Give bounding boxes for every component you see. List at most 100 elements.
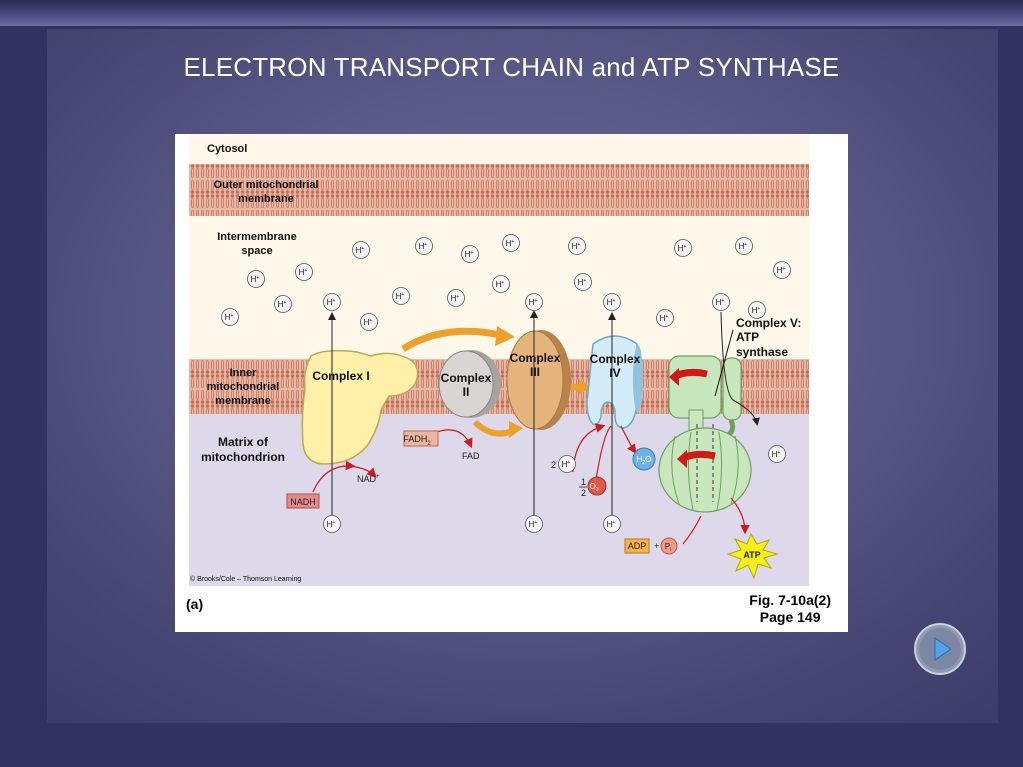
h-ion: H+: [568, 237, 586, 255]
svg-text:H+: H+: [678, 244, 687, 253]
svg-text:H+: H+: [356, 246, 365, 255]
svg-text:H+: H+: [299, 268, 308, 277]
svg-text:H+: H+: [465, 250, 474, 259]
intermembrane-label-2: space: [241, 245, 272, 257]
fadh2-arrow: [436, 429, 473, 449]
h-ion: H+: [674, 239, 692, 257]
svg-text:H+: H+: [496, 280, 505, 289]
h-ion: H+: [525, 293, 543, 311]
inner-membrane-label-1: Inner: [230, 367, 258, 379]
h-ion: H+: [502, 234, 520, 252]
outer-membrane-label-1: Outer mitochondrial: [213, 179, 318, 191]
h-ion: H+: [574, 273, 592, 291]
h-ion: H+: [768, 445, 786, 463]
matrix-label-1: Matrix of: [218, 435, 269, 449]
complex-1-label: Complex I: [312, 369, 369, 383]
svg-text:H+: H+: [419, 242, 428, 251]
h-ion: H+: [712, 293, 730, 311]
svg-text:H+: H+: [225, 313, 234, 322]
fadh2-label: FADH2: [403, 434, 431, 447]
svg-text:H+: H+: [506, 239, 515, 248]
h-ion: H+: [525, 515, 543, 533]
h-ion: H+: [773, 261, 791, 279]
complex-3-label-1: Complex: [510, 351, 561, 365]
nadh-box: [286, 493, 320, 509]
svg-text:H+: H+: [752, 306, 761, 315]
h-ion: H+: [295, 263, 313, 281]
h-ion: H+: [492, 275, 510, 293]
matrix-label-2: mitochondrion: [201, 450, 285, 464]
svg-text:H+: H+: [607, 298, 616, 307]
rotation-arrowhead: [677, 450, 687, 468]
electron-flow-arrowhead: [509, 421, 523, 438]
complex-2-label-1: Complex: [441, 371, 492, 385]
atp-synthase-f1-segments: [671, 431, 739, 511]
adp-to-synthase-line: [682, 515, 702, 545]
h-ion: H+: [656, 309, 674, 327]
atp-synthase-axis: [696, 424, 714, 502]
copyright: © Brooks/Cole – Thomson Learning: [190, 575, 301, 583]
svg-text:H+: H+: [451, 294, 460, 303]
adp-box: [624, 538, 650, 554]
h2o-label: H2O: [637, 455, 652, 466]
atp-label: ATP: [743, 550, 760, 560]
half-numerator: 1: [581, 477, 586, 487]
water-arrow: [620, 425, 637, 454]
intermembrane-label-1: Intermembrane: [217, 231, 296, 243]
h-ion: H+: [735, 237, 753, 255]
svg-text:H+: H+: [327, 520, 336, 529]
electron-flow-arrowhead: [579, 379, 591, 395]
complex-3: [506, 330, 564, 430]
electron-flow-arrow: [401, 327, 506, 352]
inner-membrane-label-2: mitochondrial: [207, 381, 280, 393]
atp-synthase-f0: [668, 355, 722, 419]
cytosol-label: Cytosol: [207, 143, 247, 155]
h-ion: H+: [323, 515, 341, 533]
svg-text:H+: H+: [364, 318, 373, 327]
panel-letter: (a): [186, 596, 204, 612]
rotation-arrow: [681, 450, 716, 462]
atp-synthase-proton-path: [720, 311, 760, 426]
svg-text:H+: H+: [327, 298, 336, 307]
rotation-arrow: [673, 368, 708, 380]
adp-plus: +: [654, 541, 659, 551]
h-ion: H+: [603, 515, 621, 533]
svg-text:H+: H+: [396, 292, 405, 301]
nadh-label: NADH: [290, 497, 316, 507]
h-ion: H+: [748, 301, 766, 319]
svg-text:H+: H+: [777, 266, 786, 275]
rotation-arrowhead: [669, 368, 679, 386]
proton-ions: H+ H+ H+ H+ H+ H+ H+ H+ H+ H+ H+ H+ H+ H+ H+ H+ H+ H+ H+ H+…: [221, 234, 791, 533]
svg-text:H+: H+: [607, 520, 616, 529]
two-h-coefficient: 2: [551, 460, 556, 470]
nad-label: NAD+: [357, 474, 380, 484]
svg-text:H+: H+: [278, 300, 287, 309]
atp-synthase-f1: [658, 427, 752, 513]
h2o-circle: [632, 447, 656, 471]
figure-reference: Fig. 7-10a(2) Page 149: [749, 592, 831, 626]
svg-text:H+: H+: [251, 275, 260, 284]
o2-label: O2: [589, 482, 598, 493]
svg-text:H+: H+: [660, 314, 669, 323]
complex-2-label-2: II: [463, 385, 470, 399]
svg-text:H+: H+: [578, 278, 587, 287]
svg-text:H+: H+: [529, 298, 538, 307]
svg-text:H+: H+: [739, 242, 748, 251]
h-ion: H+: [461, 245, 479, 263]
fadh2-box: [403, 430, 439, 447]
next-slide-button[interactable]: [913, 622, 967, 676]
h-ion: H+: [274, 295, 292, 313]
pi-label: Pi: [665, 542, 671, 553]
complex-2: [438, 350, 494, 418]
h-ion: H+: [360, 313, 378, 331]
nad-arrow: [342, 465, 377, 478]
svg-text:H+: H+: [772, 450, 781, 459]
h-ion: H+: [558, 455, 576, 473]
o2-circle: [587, 476, 607, 496]
svg-text:H+: H+: [572, 242, 581, 251]
outer-membrane-label-2: membrane: [238, 193, 294, 205]
half-denominator: 2: [581, 488, 586, 498]
outer-membrane: [189, 164, 809, 216]
svg-text:H+: H+: [562, 460, 571, 469]
complex-1: [301, 349, 419, 465]
